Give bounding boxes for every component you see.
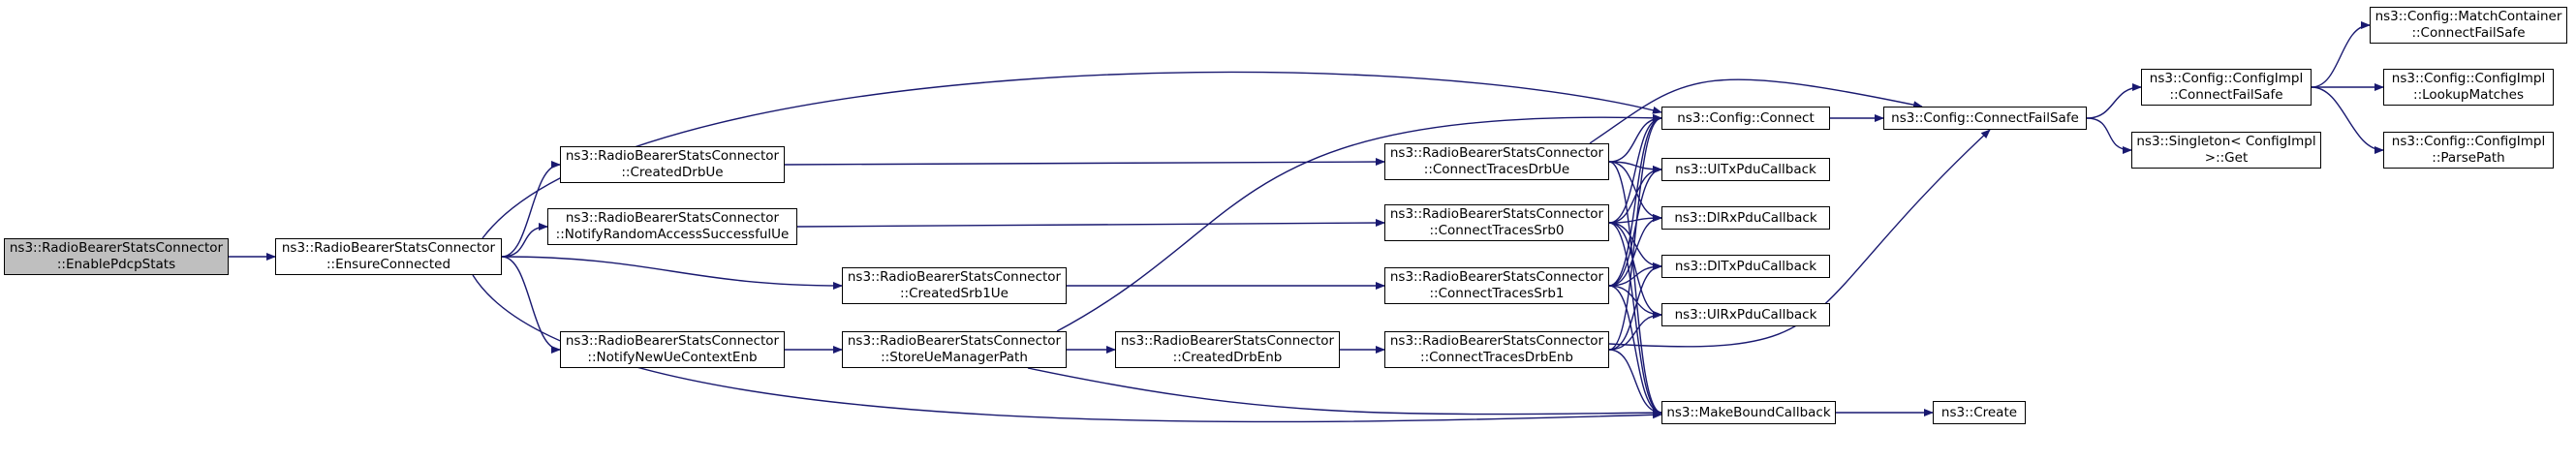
node-singleton-configimpl-get[interactable]: ns3::Singleton< ConfigImpl >::Get	[2131, 132, 2321, 169]
node-radiobearerstatsconnector-ensureconnected[interactable]: ns3::RadioBearerStatsConnector::EnsureCo…	[275, 238, 502, 275]
node-config-configimpl-parsepath[interactable]: ns3::Config::ConfigImpl::ParsePath	[2383, 132, 2554, 169]
edge-n1-n5	[501, 256, 561, 354]
node-label-line: ns3::RadioBearerStatsConnector	[565, 333, 780, 349]
node-label-line: ::StoreUeManagerPath	[881, 350, 1028, 365]
edge-n11-n17	[1608, 349, 1662, 416]
edge-n10-n12	[1608, 114, 1662, 287]
node-ultxpducallback[interactable]: ns3::UlTxPduCallback	[1661, 158, 1830, 181]
node-radiobearerstatsconnector-createddrbenb[interactable]: ns3::RadioBearerStatsConnector::CreatedD…	[1115, 331, 1340, 368]
node-label-line: ns3::RadioBearerStatsConnector	[847, 333, 1062, 349]
edge-n8-n17	[1608, 161, 1662, 416]
node-label-line: ns3::Config::ConnectFailSafe	[1891, 109, 2079, 126]
edge-n11-n15	[1608, 262, 1662, 351]
node-radiobearerstatsconnector-notifynewuecontextenb[interactable]: ns3::RadioBearerStatsConnector::NotifyNe…	[560, 331, 785, 368]
node-radiobearerstatsconnector-connecttracesdrbue[interactable]: ns3::RadioBearerStatsConnector::ConnectT…	[1384, 143, 1609, 180]
node-label-line: ns3::Singleton< ConfigImpl	[2136, 134, 2316, 149]
node-label-line: ::ConnectFailSafe	[2411, 25, 2526, 41]
node-config-configimpl-connectfailsafe[interactable]: ns3::Config::ConfigImpl::ConnectFailSafe	[2141, 69, 2312, 106]
node-label-line: ::NotifyRandomAccessSuccessfulUe	[555, 227, 790, 242]
node-label-line: ns3::RadioBearerStatsConnector	[847, 269, 1062, 285]
edge-n9-n17	[1608, 222, 1662, 416]
node-label-line: ::ConnectFailSafe	[2169, 87, 2283, 103]
node-label-line: >::Get	[2204, 150, 2249, 166]
node-radiobearerstatsconnector-createdsrb1ue[interactable]: ns3::RadioBearerStatsConnector::CreatedS…	[842, 267, 1067, 304]
node-radiobearerstatsconnector-connecttracessrb1[interactable]: ns3::RadioBearerStatsConnector::ConnectT…	[1384, 267, 1609, 304]
edge-n8-n19	[1589, 78, 1923, 144]
edge-n1-n17	[472, 274, 1662, 423]
node-label-line: ns3::MakeBoundCallback	[1666, 404, 1831, 420]
node-config-connect[interactable]: ns3::Config::Connect	[1661, 107, 1830, 130]
node-radiobearerstatsconnector-storeuemanagerpath[interactable]: ns3::RadioBearerStatsConnector::StoreUeM…	[842, 331, 1067, 368]
node-label-line: ::CreatedDrbUe	[621, 165, 724, 180]
edge-n6-n12	[1056, 113, 1662, 332]
node-label-line: ns3::RadioBearerStatsConnector	[1120, 333, 1335, 349]
node-config-connectfailsafe[interactable]: ns3::Config::ConnectFailSafe	[1883, 107, 2087, 130]
node-label-line: ns3::RadioBearerStatsConnector	[1389, 145, 1604, 161]
node-create[interactable]: ns3::Create	[1933, 401, 2026, 424]
node-label-line: ::ConnectTracesDrbEnb	[1420, 350, 1573, 365]
edge-n19-n20	[2086, 83, 2142, 119]
edge-n3-n9	[796, 219, 1385, 228]
edge-n10-n17	[1608, 285, 1662, 416]
node-radiobearerstatsconnector-notifyrandomaccesssuccessfulue[interactable]: ns3::RadioBearerStatsConnector::NotifyRa…	[547, 208, 797, 245]
node-label-line: ::NotifyNewUeContextEnb	[587, 350, 758, 365]
edge-n1-n2	[501, 161, 561, 258]
edge-n20-n24	[2311, 86, 2384, 154]
node-config-matchcontainer-connectfailsafe[interactable]: ns3::Config::MatchContainer::ConnectFail…	[2370, 7, 2567, 44]
node-label-line: ns3::RadioBearerStatsConnector	[565, 210, 780, 226]
node-label-line: ::CreatedDrbEnb	[1172, 350, 1283, 365]
node-dltxpducallback[interactable]: ns3::DlTxPduCallback	[1661, 255, 1830, 278]
node-label-line: ::CreatedSrb1Ue	[900, 286, 1009, 301]
node-label-line: ns3::RadioBearerStatsConnector	[1389, 269, 1604, 285]
edge-n11-n16	[1608, 311, 1662, 351]
edge-n6-n17	[1027, 367, 1662, 417]
node-radiobearerstatsconnector-connecttracesdrbenb[interactable]: ns3::RadioBearerStatsConnector::ConnectT…	[1384, 331, 1609, 368]
edge-n11-n12	[1608, 114, 1662, 351]
node-label-line: ns3::UlTxPduCallback	[1675, 161, 1816, 177]
node-radiobearerstatsconnector-enablepdcpstats: ns3::RadioBearerStatsConnector::EnablePd…	[4, 238, 229, 275]
node-label-line: ::ConnectTracesSrb0	[1429, 223, 1565, 238]
edge-n9-n12	[1608, 114, 1662, 224]
node-makeboundcallback[interactable]: ns3::MakeBoundCallback	[1661, 401, 1836, 424]
node-label-line: ::ParsePath	[2432, 150, 2505, 166]
edge-n10-n14	[1608, 214, 1662, 287]
node-label-line: ns3::RadioBearerStatsConnector	[565, 148, 780, 164]
node-label-line: ns3::Config::ConfigImpl	[2391, 71, 2546, 86]
node-label-line: ::EnsureConnected	[326, 257, 451, 272]
node-label-line: ::EnablePdcpStats	[56, 257, 176, 272]
node-label-line: ::LookupMatches	[2413, 87, 2524, 103]
node-label-line: ns3::Config::ConfigImpl	[2149, 71, 2304, 86]
node-label-line: ns3::RadioBearerStatsConnector	[9, 240, 224, 256]
node-label-line: ns3::Config::ConfigImpl	[2391, 134, 2546, 149]
edge-n19-n21	[2086, 117, 2132, 154]
node-label-line: ns3::DlRxPduCallback	[1674, 209, 1817, 226]
edge-n9-n13	[1608, 166, 1662, 224]
node-label-line: ns3::Create	[1940, 404, 2018, 420]
node-label-line: ns3::RadioBearerStatsConnector	[1389, 206, 1604, 222]
edge-n1-n3	[501, 223, 548, 258]
node-radiobearerstatsconnector-createddrbue[interactable]: ns3::RadioBearerStatsConnector::CreatedD…	[560, 146, 785, 183]
node-dlrxpducallback[interactable]: ns3::DlRxPduCallback	[1661, 206, 1830, 230]
node-label-line: ns3::DlTxPduCallback	[1674, 258, 1817, 274]
edge-n1-n4	[501, 256, 843, 290]
node-label-line: ns3::Config::Connect	[1677, 109, 1815, 126]
node-label-line: ::ConnectTracesSrb1	[1429, 286, 1565, 301]
edge-n2-n8	[784, 158, 1385, 167]
node-label-line: ns3::RadioBearerStatsConnector	[281, 240, 496, 256]
node-config-configimpl-lookupmatches[interactable]: ns3::Config::ConfigImpl::LookupMatches	[2383, 69, 2554, 106]
edge-n20-n22	[2311, 21, 2371, 88]
node-label-line: ns3::Config::MatchContainer	[2374, 9, 2562, 24]
node-label-line: ::ConnectTracesDrbUe	[1423, 162, 1570, 177]
node-ulrxpducallback[interactable]: ns3::UlRxPduCallback	[1661, 303, 1830, 326]
node-label-line: ns3::UlRxPduCallback	[1674, 306, 1817, 323]
node-label-line: ns3::RadioBearerStatsConnector	[1389, 333, 1604, 349]
node-radiobearerstatsconnector-connecttracessrb0[interactable]: ns3::RadioBearerStatsConnector::ConnectT…	[1384, 204, 1609, 241]
